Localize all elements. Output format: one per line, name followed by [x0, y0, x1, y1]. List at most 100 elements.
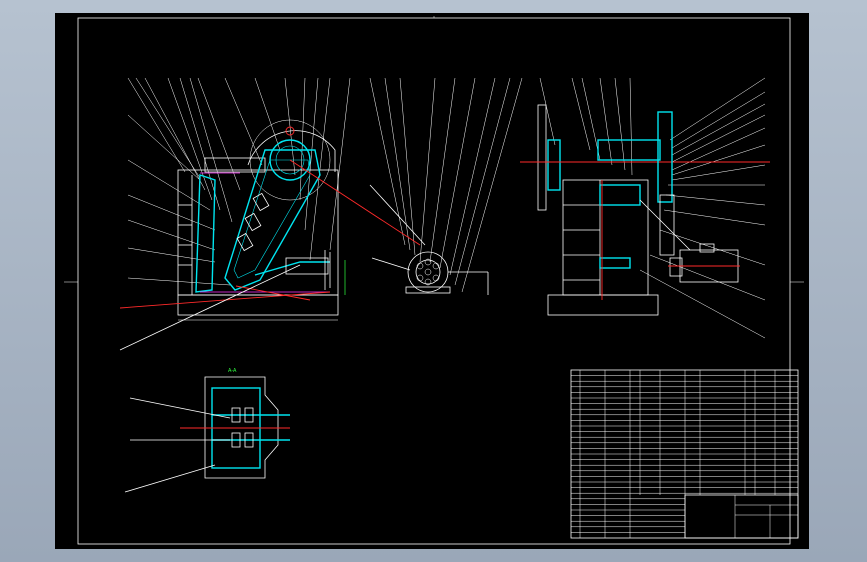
section-bolts — [231, 407, 254, 448]
leader-line-right — [671, 103, 766, 156]
leader-lines-front — [127, 77, 523, 293]
leader-motor — [371, 257, 411, 271]
leader-line — [571, 77, 591, 151]
section-outline — [204, 376, 279, 479]
leader-line — [167, 77, 213, 201]
leader-line-left — [127, 194, 216, 231]
leader-line — [369, 77, 406, 246]
motor-end-cap — [669, 257, 683, 277]
leader-line-right — [671, 91, 766, 149]
leader-line-right — [659, 229, 766, 266]
belt-line — [639, 199, 691, 251]
leader-line — [399, 77, 416, 256]
leader-line — [539, 77, 556, 146]
flywheel-side-left — [537, 104, 547, 211]
moving-jaw-inner — [233, 159, 311, 279]
side-view — [520, 77, 770, 339]
leader-line-right — [665, 194, 766, 206]
leader-line — [304, 77, 319, 231]
jaw-section — [599, 184, 641, 206]
terminal-box — [699, 243, 715, 253]
leader-line — [384, 77, 411, 251]
leader-line — [299, 77, 306, 201]
side-frame-ribs — [563, 180, 601, 295]
leader-line-right — [671, 114, 766, 163]
bom-rows — [571, 375, 798, 533]
shaft-center-mark — [285, 126, 295, 136]
bom-columns — [579, 370, 776, 538]
leader-line — [179, 77, 221, 211]
leader-line-left — [127, 247, 216, 263]
section-a-a-view: A-A — [119, 264, 301, 493]
leader-line — [224, 77, 263, 166]
pulley-grooves — [416, 258, 440, 286]
leader-line — [197, 77, 241, 191]
leader-line — [629, 77, 633, 176]
leader-line — [461, 77, 523, 293]
belt-centerline — [289, 159, 421, 246]
leader-line-right — [671, 144, 766, 176]
side-ribs — [178, 175, 193, 295]
flywheel-guard — [247, 130, 336, 172]
leader-line — [284, 77, 296, 176]
motor-pulley — [407, 251, 449, 293]
motor-base — [405, 286, 451, 294]
leader-line — [614, 77, 626, 171]
eccentric-shaft-bearing — [269, 139, 311, 181]
jaw-window-2 — [244, 212, 262, 232]
eccentric-shaft — [275, 145, 305, 175]
assembly-drawing: A-A — [64, 16, 804, 545]
leader-line — [254, 77, 281, 151]
leader-line-right — [671, 127, 766, 171]
leader-line-right — [649, 254, 766, 301]
leader-line — [454, 77, 511, 286]
belt-section — [659, 194, 675, 256]
leader-line — [135, 77, 201, 179]
leader-a1 — [129, 397, 231, 419]
frame-base — [177, 294, 339, 316]
side-frame — [562, 179, 649, 296]
moving-jaw — [224, 149, 321, 291]
leader-line-right — [669, 77, 766, 141]
leader-line — [127, 77, 186, 173]
jaw-window-1 — [252, 192, 270, 212]
title-block — [570, 369, 799, 539]
title-block-box — [684, 494, 799, 539]
toggle-section — [599, 257, 631, 269]
leader-belt — [369, 184, 426, 246]
leader-line — [144, 77, 206, 191]
toggle-plate — [254, 261, 330, 276]
leader-line — [329, 77, 351, 251]
leader-line-left — [127, 114, 201, 181]
left-pulley — [547, 139, 561, 191]
frame-top-plate — [204, 157, 266, 173]
discharge-centerline — [235, 285, 311, 301]
leader-line-left — [127, 219, 216, 251]
leader-line — [599, 77, 613, 166]
jaw-window-3 — [236, 232, 254, 252]
leader-line-left — [127, 159, 211, 211]
shaft-bearing-housing — [597, 139, 661, 161]
crusher-frame — [177, 169, 339, 296]
section-label: A-A — [228, 368, 237, 374]
leader-line-left — [127, 277, 231, 286]
leader-bottom-front — [119, 264, 301, 351]
fixed-jaw-plate — [195, 174, 216, 293]
drawing-canvas: A-A — [55, 13, 809, 549]
leader-line-right — [671, 164, 766, 181]
leader-line — [189, 77, 233, 223]
leader-lines-side — [539, 77, 766, 339]
tension-rod-housing — [285, 257, 329, 275]
flywheel-outline — [249, 119, 331, 201]
motor-pulley-hub — [415, 259, 441, 285]
leader-line — [439, 77, 476, 269]
leader-line — [581, 77, 601, 161]
leader-a3 — [124, 464, 216, 493]
side-base — [547, 294, 659, 316]
leader-line-right — [663, 209, 766, 226]
leader-line-right — [639, 269, 766, 339]
right-flywheel — [657, 111, 673, 203]
front-section-view — [119, 77, 523, 321]
leader-line — [429, 77, 456, 263]
leader-line — [309, 77, 331, 261]
